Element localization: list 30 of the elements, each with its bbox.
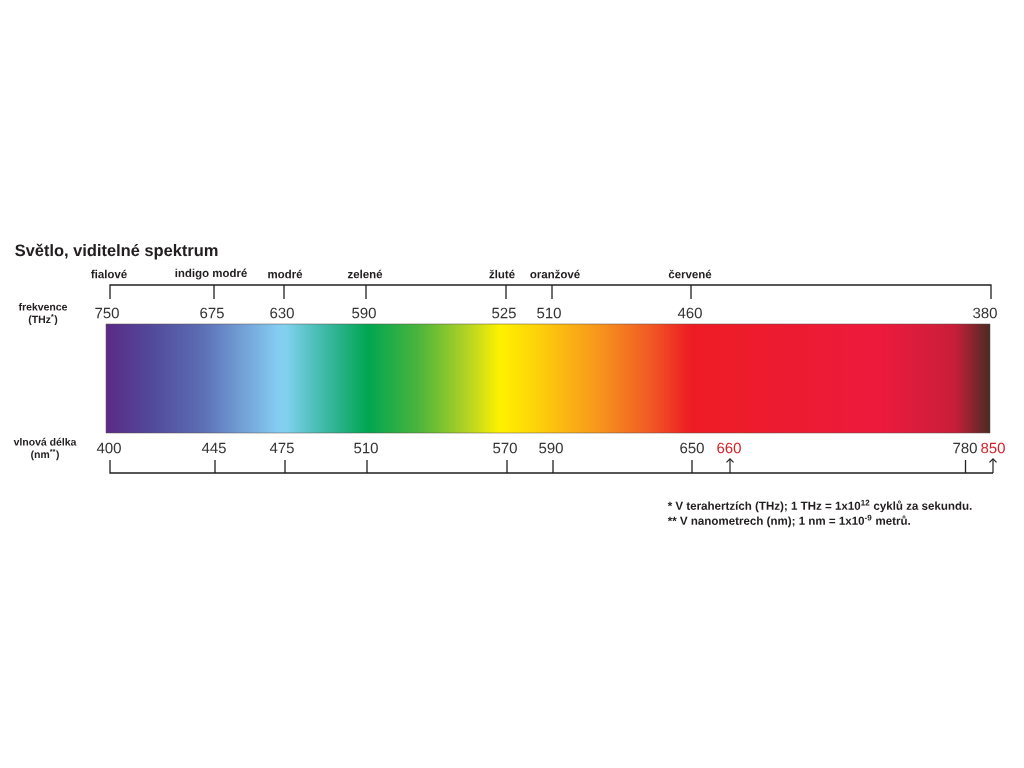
scale-number: 650 <box>680 442 704 454</box>
scale-number: 660 <box>717 442 741 454</box>
scale-number: 510 <box>354 442 378 454</box>
scale-number: 850 <box>981 442 1005 454</box>
axis-title: vlnová délka (nm$^{**}$) <box>13 437 77 461</box>
band-label: indigo modré <box>175 268 247 280</box>
scale-number: 510 <box>537 307 561 319</box>
band-label: zelené <box>347 269 383 279</box>
scale-number: 400 <box>96 442 121 454</box>
scale-number: 525 <box>492 307 516 319</box>
band-label: oranžové <box>530 269 580 279</box>
band-label: červené <box>668 269 712 279</box>
scale-number: 780 <box>953 442 977 454</box>
footnote: ** V nanometrech (nm); 1 nm = 1x10$^{-9}$ metrů. <box>667 514 910 528</box>
scale-number: 630 <box>270 307 294 319</box>
title: Světlo, viditelné spektrum <box>15 243 218 260</box>
band-label: modré <box>268 269 303 279</box>
scale-number: 590 <box>539 442 563 454</box>
scale-number: 460 <box>677 307 702 319</box>
footnote: * V terahertzích (THz); 1 THz = 1x10$^{12}$ cyklů za sekundu. <box>667 499 972 513</box>
band-label: žluté <box>489 269 515 279</box>
scale-number: 380 <box>973 307 997 319</box>
band-label: fialové <box>91 269 127 279</box>
scale-number: 750 <box>95 307 119 319</box>
scale-number: 570 <box>493 442 517 454</box>
scale-number: 475 <box>269 442 294 454</box>
scale-number: 590 <box>352 307 376 319</box>
scale-number: 445 <box>201 442 226 454</box>
axis-title: frekvence (THz$^{*}$) <box>18 302 68 326</box>
scale-number: 675 <box>200 307 224 319</box>
